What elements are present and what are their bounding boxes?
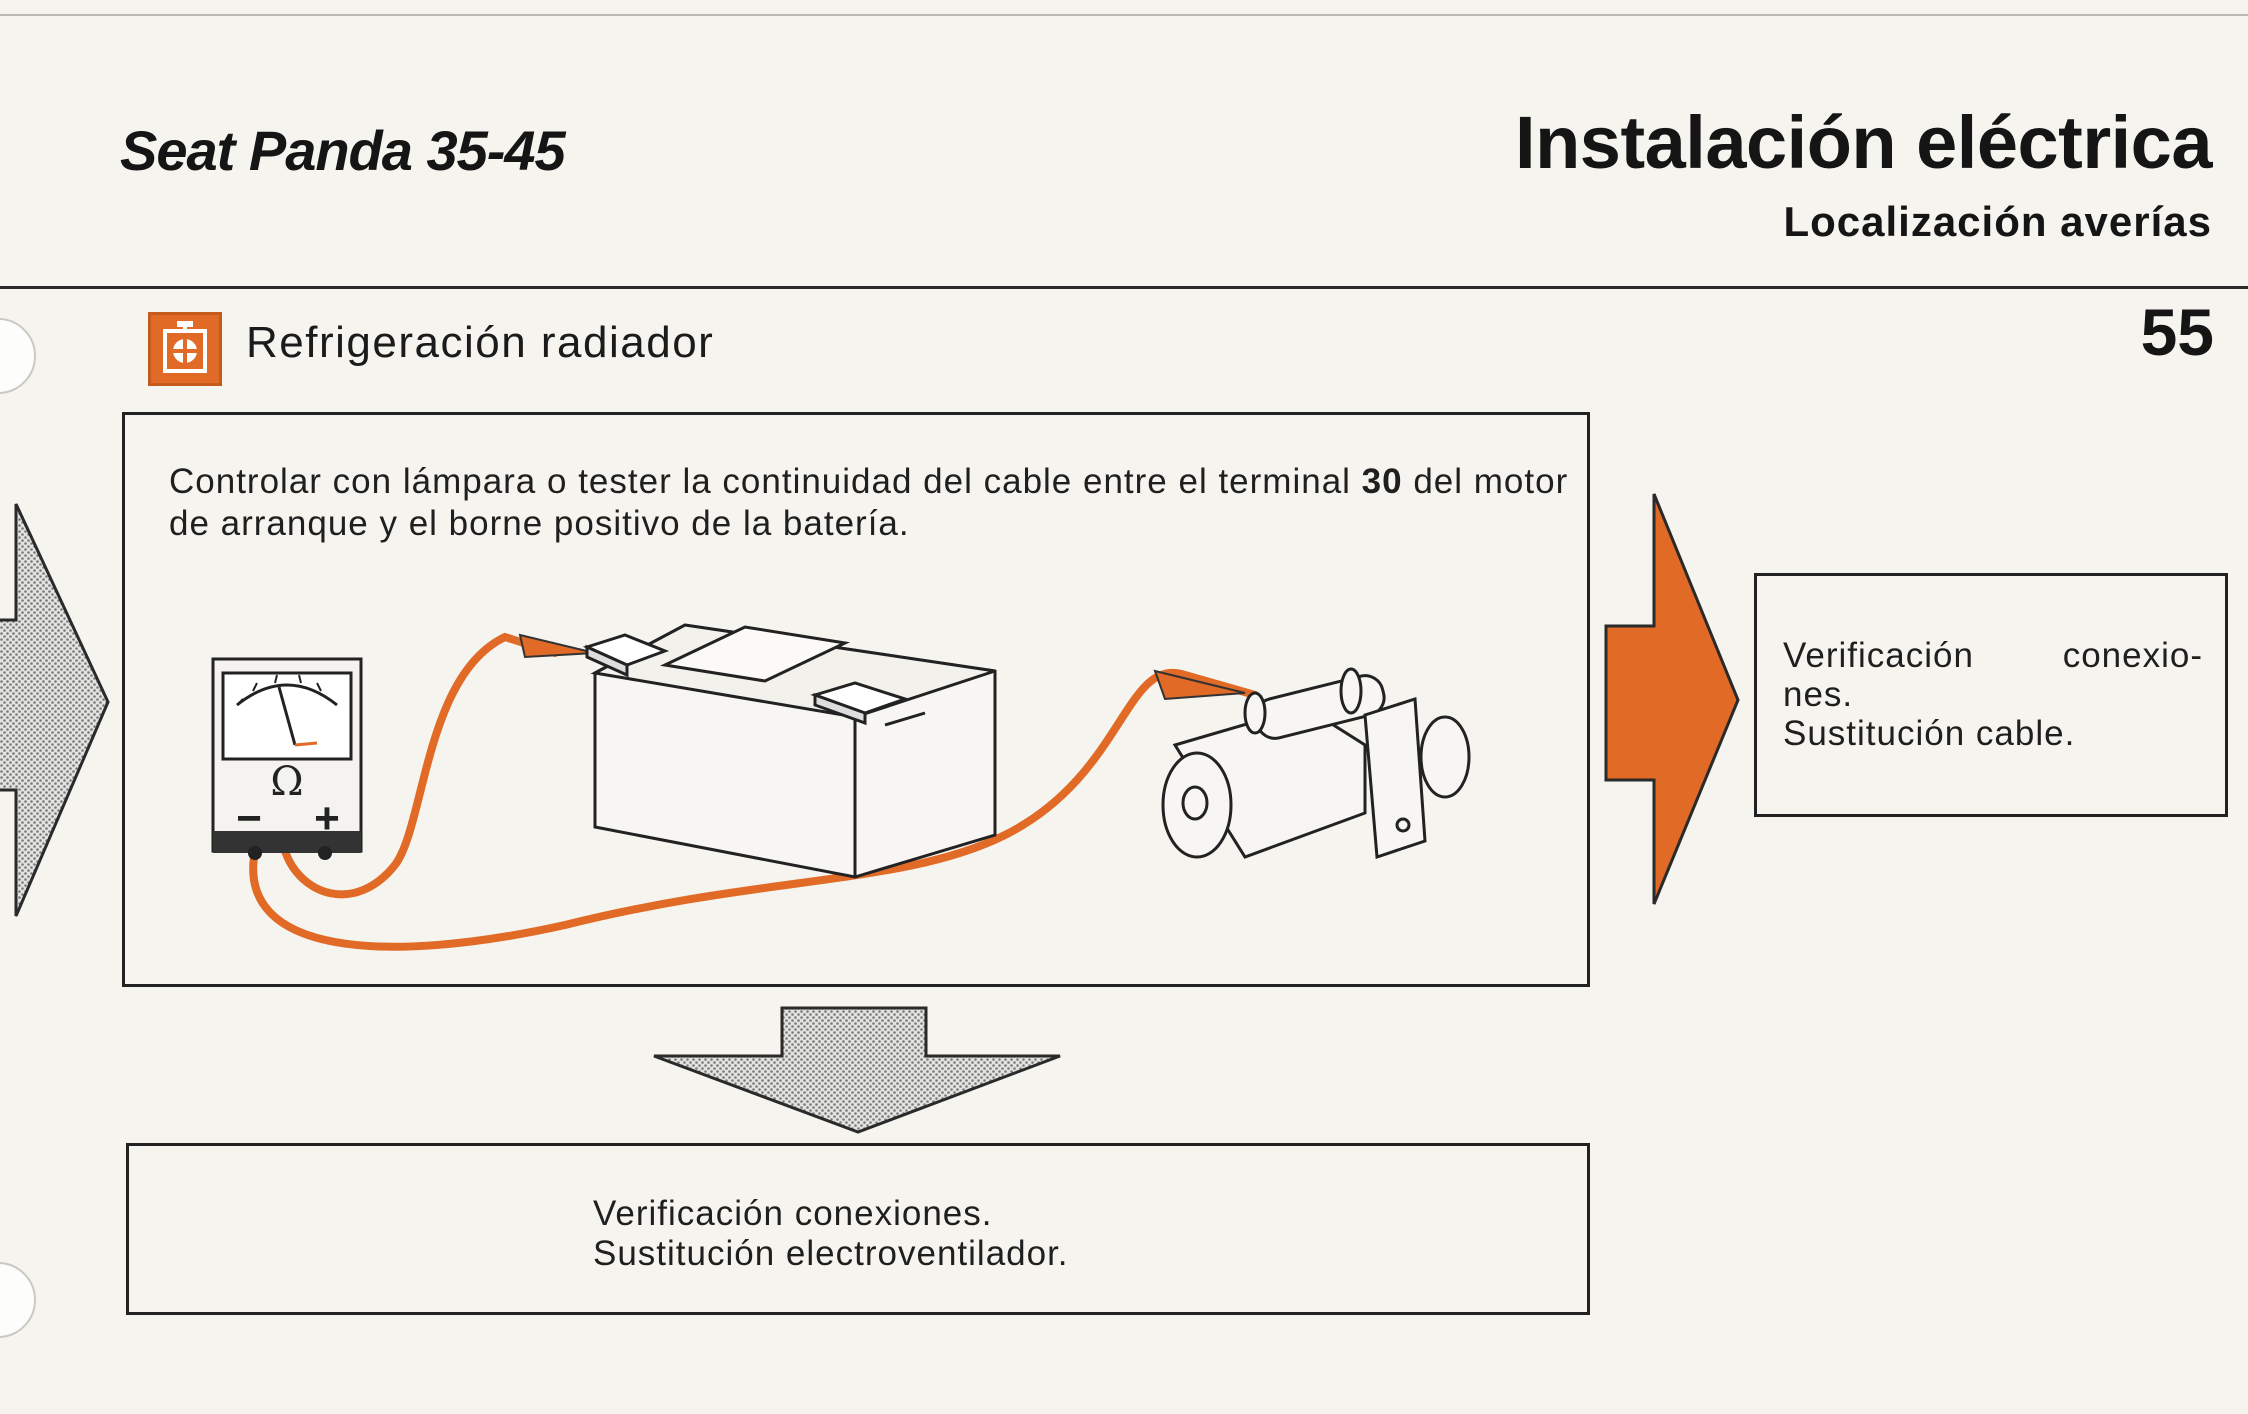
header-rule bbox=[0, 286, 2248, 289]
meter-ohm-symbol: Ω bbox=[270, 759, 303, 805]
ohmmeter bbox=[211, 657, 363, 860]
result-ok-box: Verificación conexiones. Sustitución ele… bbox=[126, 1143, 1590, 1315]
ok-arrow bbox=[653, 1006, 1061, 1134]
negative-probe-tip bbox=[1153, 669, 1246, 701]
battery bbox=[582, 623, 997, 879]
instruction-text-end: del motor de arranque y el borne positiv… bbox=[169, 462, 1569, 543]
terminal-number: 30 bbox=[1361, 462, 1403, 501]
page-number: 55 bbox=[2140, 295, 2214, 369]
result-faulty-line-2: nes. bbox=[1783, 675, 1854, 714]
top-rule bbox=[0, 14, 2248, 16]
result-ok-line-2: Sustitución electroventilador. bbox=[593, 1234, 1069, 1273]
instruction-text-start: Controlar con lámpara o tester la contin… bbox=[169, 462, 1362, 501]
result-faulty-box: Verificación conexio- nes. Sustitución c… bbox=[1754, 573, 2228, 817]
meter-minus-label: − bbox=[236, 794, 262, 843]
result-ok-line-1: Verificación conexiones. bbox=[593, 1194, 993, 1233]
result-faulty-text: Verificación conexio- nes. Sustitución c… bbox=[1783, 636, 2203, 753]
continuity-test-illustration: Ω − + bbox=[211, 623, 1471, 951]
meter-plus-label: + bbox=[314, 794, 340, 843]
test-lead-positive bbox=[281, 632, 559, 899]
chapter-subtitle: Localización averías bbox=[1783, 198, 2212, 245]
incoming-arrow bbox=[0, 503, 110, 917]
binder-hole-bottom bbox=[0, 1262, 36, 1338]
test-lead-negative bbox=[249, 668, 1259, 951]
result-faulty-line-1: Verificación conexio- bbox=[1783, 636, 2203, 675]
test-step-box: Controlar con lámpara o tester la contin… bbox=[122, 412, 1590, 987]
binder-hole-top bbox=[0, 318, 36, 394]
test-instruction: Controlar con lámpara o tester la contin… bbox=[169, 461, 1569, 545]
radiator-fan-icon bbox=[148, 312, 222, 386]
result-ok-text: Verificación conexiones. Sustitución ele… bbox=[593, 1194, 1069, 1274]
chapter-title: Instalación eléctrica bbox=[1515, 101, 2212, 184]
fault-arrow bbox=[1604, 493, 1740, 905]
positive-probe-tip bbox=[518, 633, 596, 659]
starter-motor bbox=[1161, 667, 1471, 860]
section-title: Refrigeración radiador bbox=[246, 318, 715, 367]
result-faulty-line-3: Sustitución cable. bbox=[1783, 714, 2076, 753]
book-title: Seat Panda 35-45 bbox=[120, 119, 566, 182]
